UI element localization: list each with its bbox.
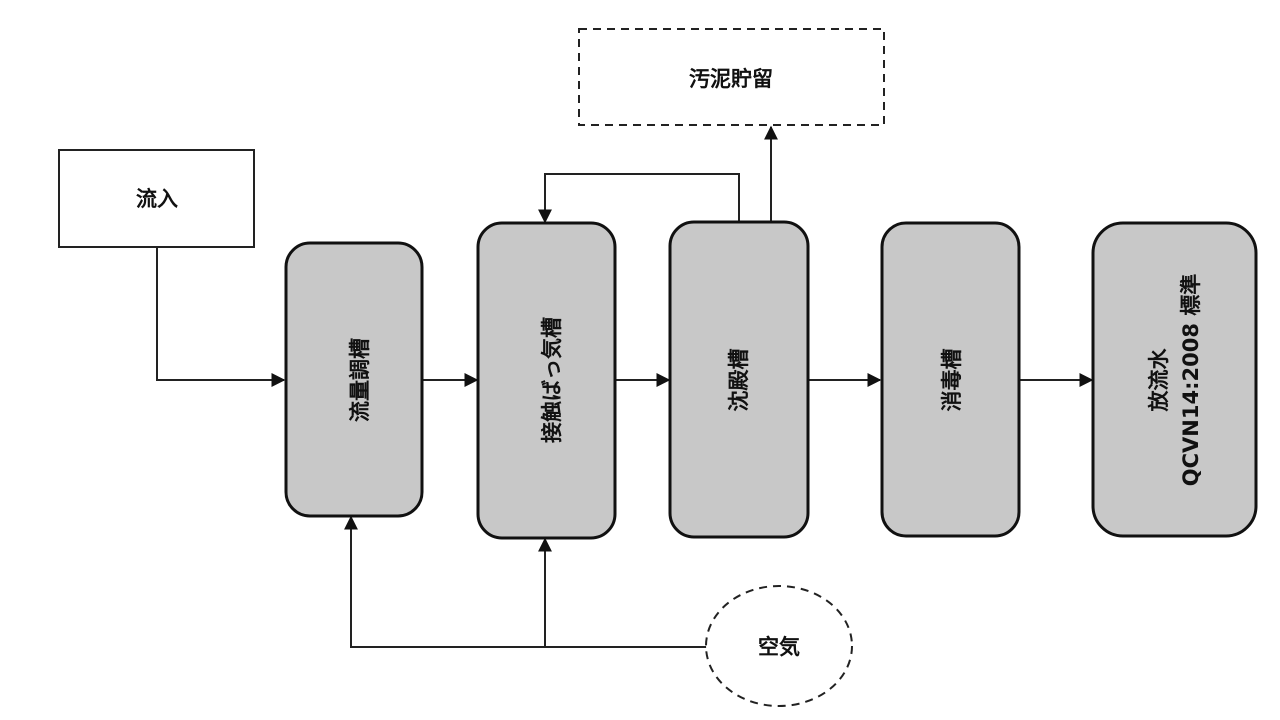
air-label: 空気: [758, 635, 800, 659]
sludge-storage-node: 汚泥貯留: [578, 28, 885, 126]
effluent-node: 放流水 QCVN14:2008 標準: [1091, 221, 1258, 538]
edge-sludge-return: [538, 173, 740, 224]
effluent-label-line1: 放流水: [1147, 348, 1171, 413]
disinfection-tank-node: 消毒槽: [880, 221, 1021, 538]
edge-inflow-to-flow-equalization: [156, 247, 286, 387]
inflow-label: 流入: [136, 187, 178, 211]
effluent-label-line2: QCVN14:2008 標準: [1179, 274, 1203, 486]
sludge-storage-label: 汚泥貯留: [689, 67, 773, 91]
contact-aeration-tank-label: 接触ばっ気槽: [540, 317, 564, 443]
inflow-node: 流入: [58, 149, 255, 248]
sedimentation-tank-label: 沈殿槽: [727, 349, 751, 412]
air-node: 空気: [705, 585, 853, 707]
edge-air-to-flow-equalization: [344, 515, 707, 648]
sedimentation-tank-node: 沈殿槽: [668, 220, 810, 539]
contact-aeration-tank-node: 接触ばっ気槽: [476, 221, 617, 540]
disinfection-tank-label: 消毒槽: [940, 349, 964, 412]
flow-equalization-tank-node: 流量調槽: [284, 241, 424, 518]
flow-equalization-tank-label: 流量調槽: [348, 338, 372, 422]
